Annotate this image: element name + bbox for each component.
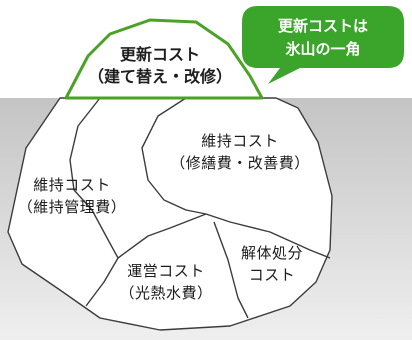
- divider-line-bottom: [117, 213, 207, 259]
- divider-line-right-block: [141, 97, 331, 259]
- renewal-cost-title: 更新コスト: [120, 45, 200, 64]
- upkeep-cost-title: 維持コスト: [33, 176, 111, 194]
- upkeep-cost-subtitle: （維持管理費）: [18, 198, 127, 216]
- disposal-cost-title: 解体処分: [241, 244, 303, 262]
- maintenance-cost-title: 維持コスト: [201, 132, 279, 150]
- operation-cost-title: 運営コスト: [127, 262, 205, 280]
- callout-bubble: 更新コストは 氷山の一角: [242, 6, 404, 84]
- disposal-cost-subtitle: コスト: [249, 266, 296, 284]
- operation-cost-subtitle: （光熱水費）: [119, 284, 212, 302]
- callout-line-2: 氷山の一角: [285, 40, 360, 58]
- maintenance-cost-subtitle: （修繕費・改善費）: [170, 154, 310, 172]
- divider-line-disposal: [213, 221, 249, 319]
- renewal-cost-subtitle: （建て替え・改修）: [88, 67, 232, 86]
- iceberg-tip: [64, 18, 264, 100]
- iceberg-underwater-body: [7, 97, 333, 331]
- callout-bubble-shape: [242, 6, 404, 84]
- divider-line-left: [69, 97, 119, 307]
- callout-line-1: 更新コストは: [278, 17, 368, 35]
